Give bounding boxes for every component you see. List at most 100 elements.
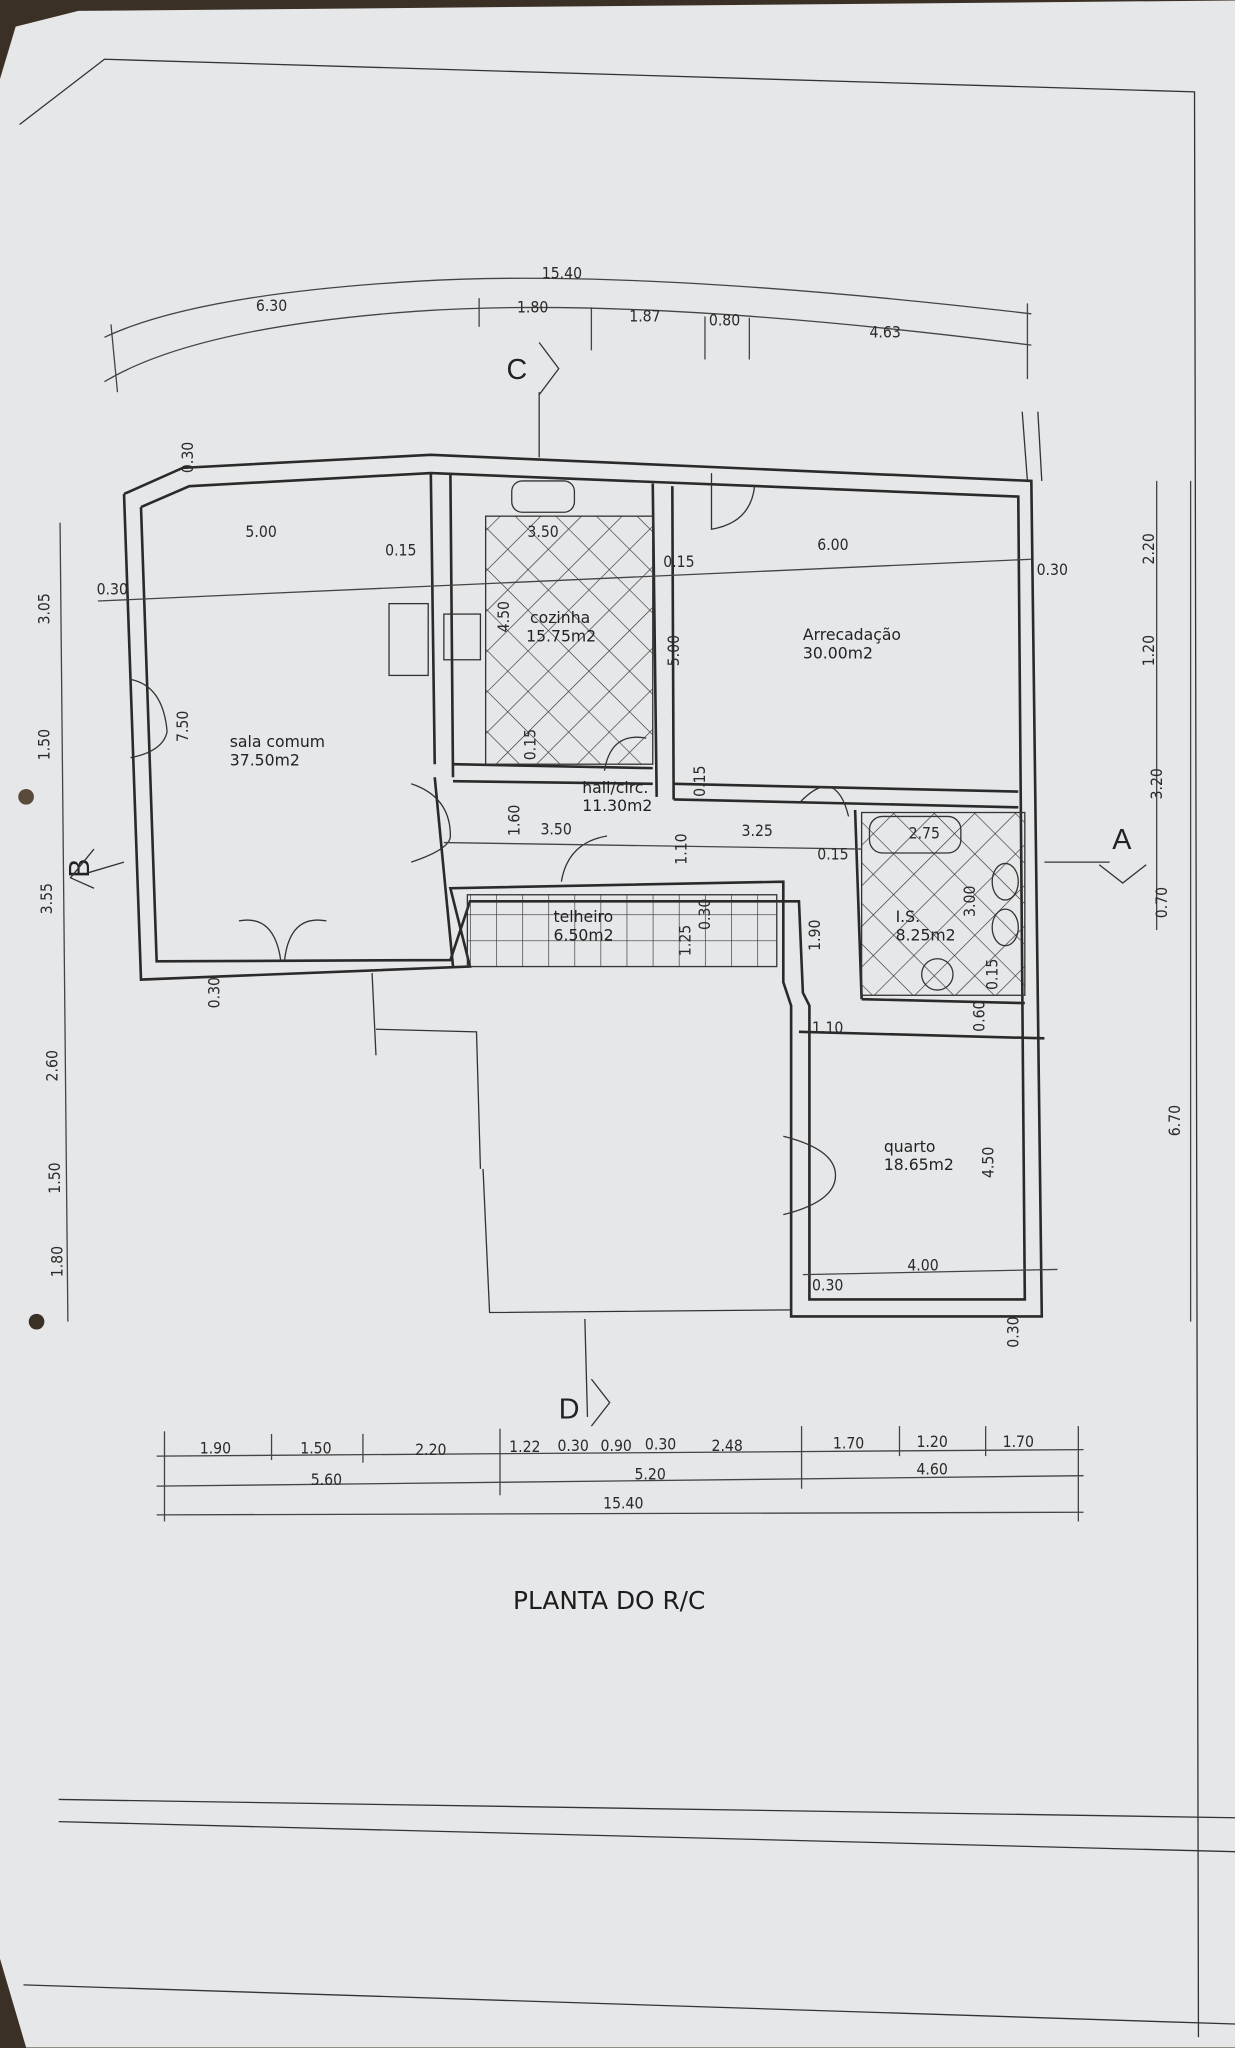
dim-label: 0.15	[520, 729, 539, 760]
room-name: Arrecadação	[803, 625, 901, 644]
dim-label: 4.63	[869, 322, 900, 341]
dim-label: 0.90	[601, 1436, 632, 1455]
dim-label: 3.55	[37, 883, 56, 914]
section-marker-a: A	[1112, 824, 1132, 856]
dim-label: 1.10	[672, 833, 691, 864]
dim-label: 4.50	[494, 601, 513, 632]
dim-label: 0.30	[178, 442, 197, 473]
dim-label: 1.87	[629, 307, 660, 326]
dim-label: 2.60	[42, 1050, 61, 1081]
dim-label: 1.60	[505, 805, 524, 836]
dim-label: 15.40	[603, 1493, 643, 1512]
binder-ring	[18, 789, 34, 805]
room-area: 11.30m2	[582, 796, 652, 815]
interior-dimension-labels: 5.00 0.15 0.30 0.30 3.50 0.15 6.00 0.30 …	[97, 442, 1068, 1348]
dim-label: 1.22	[509, 1437, 540, 1456]
dim-label: 3.50	[540, 820, 571, 839]
dim-label: 2.20	[415, 1440, 446, 1459]
dim-label: 4.60	[916, 1459, 947, 1478]
dim-label: 1.80	[48, 1246, 67, 1277]
room-area: 6.50m2	[554, 925, 614, 944]
dim-label: 1.90	[805, 920, 824, 951]
dim-label: 0.80	[709, 311, 740, 330]
bathroom-tile-hatch	[860, 811, 1026, 996]
porch-tile-grid	[466, 894, 778, 968]
section-marker-d: D	[559, 1393, 580, 1425]
dim-label: 2.48	[711, 1436, 742, 1455]
dim-label: 0.30	[812, 1275, 843, 1294]
dim-label: 0.15	[690, 765, 709, 796]
dim-label: 3.05	[35, 593, 54, 624]
binder-ring	[28, 1313, 45, 1330]
dim-label: 1.70	[1003, 1432, 1034, 1451]
room-area: 15.75m2	[526, 626, 596, 645]
dim-label: 0.30	[645, 1435, 676, 1454]
bidet-icon	[991, 908, 1019, 947]
dim-label: 1.90	[200, 1439, 231, 1458]
dim-label: 0.15	[663, 552, 694, 571]
dim-label: 5.00	[245, 522, 276, 541]
dim-label: 6.00	[817, 535, 848, 554]
fireplace-icon	[388, 602, 429, 677]
room-name: I.S.	[896, 907, 921, 926]
dim-label: 1.50	[300, 1439, 331, 1458]
section-marker-b: B	[64, 859, 96, 878]
title-block-line	[23, 1984, 1235, 2025]
drawing-title: PLANTA DO R/C	[513, 1586, 705, 1615]
title-block-line	[58, 1798, 1235, 1819]
top-dimension-labels: 15.40 6.30 1.80 1.87 0.80 4.63	[256, 264, 901, 342]
dim-label: 1.20	[1139, 635, 1158, 666]
sink-icon	[511, 480, 576, 513]
dim-label: 1.50	[35, 729, 54, 760]
dim-label: 0.30	[97, 579, 128, 598]
section-marker-c: C	[507, 354, 528, 386]
dim-label: 0.15	[817, 845, 848, 864]
dim-label: 0.30	[1003, 1316, 1022, 1347]
room-name: quarto	[884, 1137, 936, 1156]
bottom-dimension-labels: 1.90 1.50 2.20 1.22 0.30 0.90 0.30 2.48 …	[200, 1432, 1034, 1512]
dim-label: 3.50	[527, 522, 558, 541]
dim-label: 3.00	[960, 886, 979, 917]
room-area: 37.50m2	[230, 751, 300, 770]
toilet-icon	[991, 862, 1019, 901]
room-name: hall/circ.	[582, 778, 648, 797]
dim-label: 6.70	[1165, 1105, 1184, 1136]
left-dimension-labels: 3.05 1.50 3.55 2.60 1.50 1.80	[35, 593, 67, 1277]
dim-label: 4.50	[978, 1147, 997, 1178]
dim-label: 1.50	[45, 1162, 64, 1193]
dim-label: 3.25	[742, 821, 773, 840]
dim-label: 0.30	[1037, 560, 1068, 579]
dim-label: 4.00	[907, 1256, 938, 1275]
room-area: 30.00m2	[803, 643, 873, 662]
dim-label: 1.20	[916, 1432, 947, 1451]
dim-label: 6.30	[256, 296, 287, 315]
stove-icon	[443, 613, 482, 661]
room-name: telheiro	[554, 907, 614, 926]
dim-label: 0.30	[695, 899, 714, 930]
dim-label: 2.75	[909, 824, 940, 843]
dim-label: 1.10	[812, 1018, 843, 1037]
title-block-line	[58, 1821, 1235, 1853]
dim-label: 1.80	[517, 298, 548, 317]
dim-label: 2.20	[1139, 533, 1158, 564]
dim-label: 0.15	[385, 540, 416, 559]
dim-label: 15.40	[542, 264, 582, 283]
kitchen-tile-hatch	[484, 515, 654, 765]
room-area: 18.65m2	[884, 1155, 954, 1174]
dim-label: 1.25	[676, 925, 695, 956]
left-dim-line	[59, 522, 69, 1322]
sheet-border	[19, 58, 1200, 2038]
room-area: 8.25m2	[896, 925, 956, 944]
washbasin-icon	[921, 958, 954, 991]
bottom-dimensions	[156, 1426, 1084, 1522]
bathtub-icon	[868, 815, 962, 854]
room-labels: sala comum 37.50m2 cozinha 15.75m2 hall/…	[230, 608, 956, 1174]
room-name: sala comum	[230, 732, 325, 751]
dim-label: 5.60	[311, 1470, 342, 1489]
right-dimension-labels: 2.20 1.20 3.20 0.70 6.70	[1139, 533, 1184, 1136]
dim-label: 0.30	[557, 1436, 588, 1455]
dim-label: 0.15	[982, 959, 1001, 990]
